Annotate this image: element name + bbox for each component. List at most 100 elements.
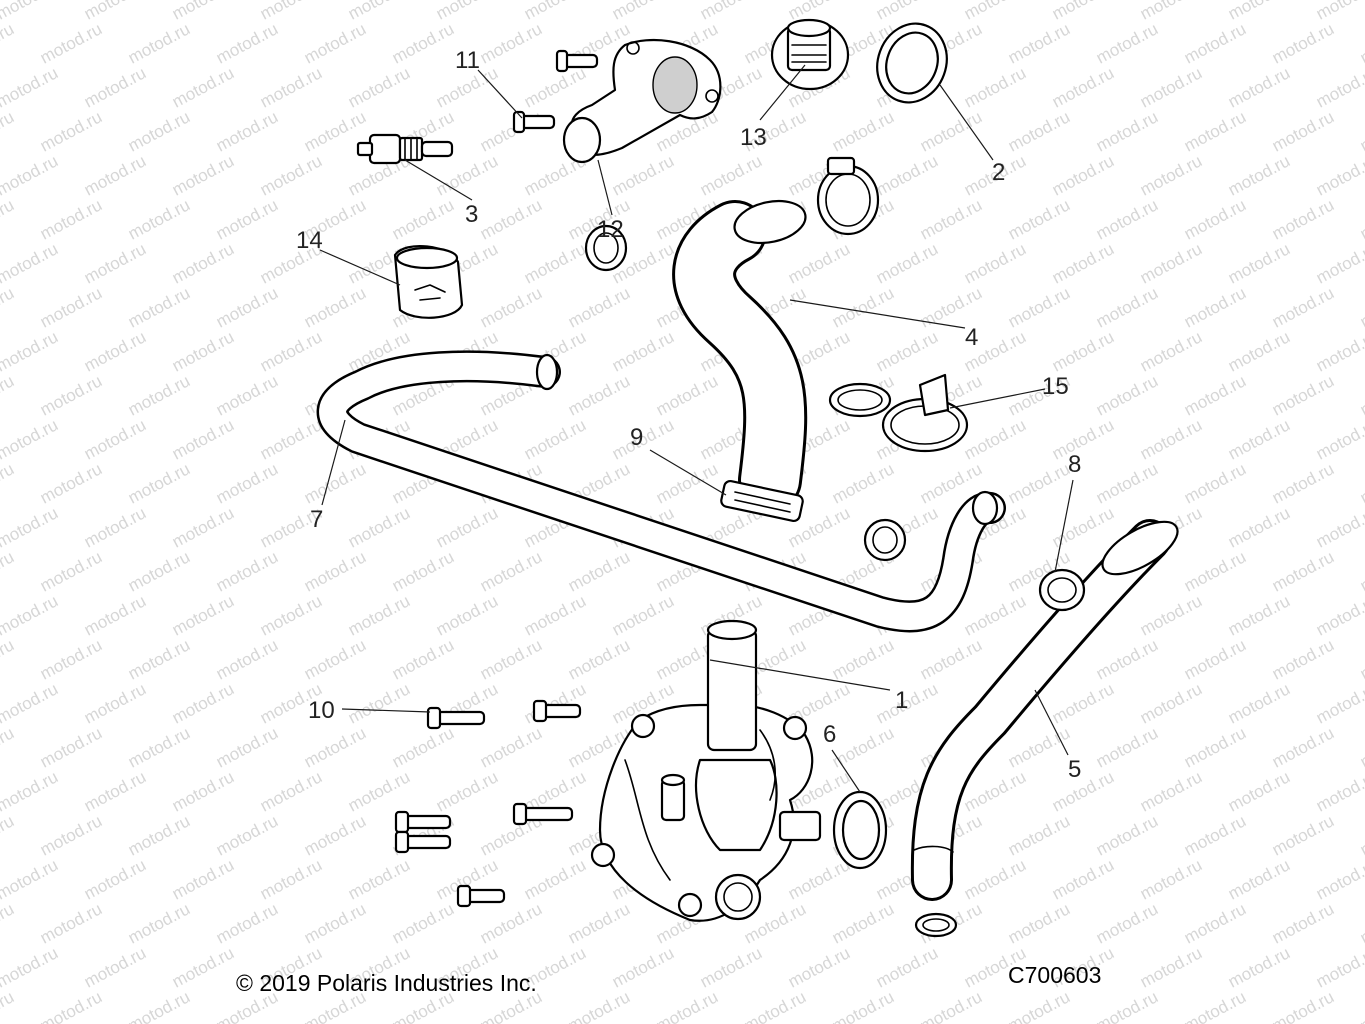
watermark-text: motod.ru	[477, 723, 545, 771]
watermark-text: motod.ru	[257, 415, 325, 463]
watermark-text: motod.ru	[0, 239, 61, 287]
watermark-text: motod.ru	[125, 107, 193, 155]
callout-6: 6	[823, 721, 836, 748]
callout-4: 4	[965, 324, 978, 351]
watermark-text: motod.ru	[125, 371, 193, 419]
watermark-text: motod.ru	[213, 283, 281, 331]
watermark-text: motod.ru	[169, 503, 237, 551]
watermark-text: motod.ru	[81, 767, 149, 815]
watermark-text: motod.ru	[1049, 0, 1117, 24]
watermark-text: motod.ru	[1181, 459, 1249, 507]
part-5-hose	[910, 519, 1179, 901]
watermark-text: motod.ru	[1225, 0, 1293, 24]
watermark-text: motod.ru	[257, 63, 325, 111]
watermark-text: motod.ru	[1269, 723, 1337, 771]
watermark-text: motod.ru	[1357, 987, 1365, 1024]
watermark-text: motod.ru	[521, 63, 589, 111]
watermark-text: motod.ru	[389, 19, 457, 67]
watermark-text: motod.ru	[169, 327, 237, 375]
watermark-text: motod.ru	[1049, 63, 1117, 111]
watermark-text: motod.ru	[609, 591, 677, 639]
watermark-text: motod.ru	[829, 107, 897, 155]
watermark-text: motod.ru	[1313, 151, 1365, 199]
watermark-text: motod.ru	[1005, 19, 1073, 67]
watermark-text: motod.ru	[0, 855, 61, 903]
watermark-text: motod.ru	[1269, 19, 1337, 67]
watermark-text: motod.ru	[169, 0, 237, 24]
watermark-text: motod.ru	[697, 0, 765, 24]
watermark-text: motod.ru	[1049, 415, 1117, 463]
watermark-text: motod.ru	[1049, 855, 1117, 903]
watermark-text: motod.ru	[0, 107, 17, 155]
watermark-text: motod.ru	[1313, 503, 1365, 551]
watermark-text: motod.ru	[1313, 327, 1365, 375]
watermark-text: motod.ru	[169, 415, 237, 463]
watermark-text: motod.ru	[565, 371, 633, 419]
watermark-text: motod.ru	[1357, 459, 1365, 507]
watermark-text: motod.ru	[169, 767, 237, 815]
watermark-text: motod.ru	[213, 723, 281, 771]
watermark-text: motod.ru	[1181, 19, 1249, 67]
watermark-text: motod.ru	[1313, 239, 1365, 287]
watermark-text: motod.ru	[0, 459, 17, 507]
watermark-text: motod.ru	[0, 547, 17, 595]
watermark-text: motod.ru	[345, 591, 413, 639]
watermark-text: motod.ru	[213, 635, 281, 683]
watermark-text: motod.ru	[1093, 811, 1161, 859]
watermark-text: motod.ru	[301, 547, 369, 595]
watermark-text: motod.ru	[873, 327, 941, 375]
watermark-text: motod.ru	[1269, 107, 1337, 155]
watermark-text: motod.ru	[81, 591, 149, 639]
watermark-text: motod.ru	[829, 635, 897, 683]
watermark-text: motod.ru	[1181, 283, 1249, 331]
watermark-text: motod.ru	[829, 899, 897, 947]
clamp-d	[914, 912, 958, 938]
callout-2: 2	[992, 159, 1005, 186]
watermark-text: motod.ru	[873, 943, 941, 991]
watermark-text: motod.ru	[37, 19, 105, 67]
part-11-bolts	[512, 49, 599, 134]
watermark-text: motod.ru	[301, 459, 369, 507]
part-6-o-ring	[832, 790, 888, 870]
watermark-text: motod.ru	[37, 635, 105, 683]
watermark-text: motod.ru	[1357, 811, 1365, 859]
watermark-text: motod.ru	[1225, 503, 1293, 551]
watermark-text: motod.ru	[0, 811, 17, 859]
watermark-text: motod.ru	[1269, 987, 1337, 1024]
watermark-text: motod.ru	[37, 371, 105, 419]
watermark-text: motod.ru	[1137, 591, 1205, 639]
callouts: 1 2 3 4 5 6 7 8 9 10 11 12 13 14 15	[296, 47, 1081, 783]
watermark-text: motod.ru	[0, 0, 61, 24]
watermark-text: motod.ru	[1005, 899, 1073, 947]
watermark-text: motod.ru	[697, 943, 765, 991]
watermark-text: motod.ru	[0, 151, 61, 199]
watermark-text: motod.ru	[917, 107, 985, 155]
watermark-text: motod.ru	[1093, 19, 1161, 67]
watermark-text: motod.ru	[125, 19, 193, 67]
watermark-text: motod.ru	[1313, 767, 1365, 815]
watermark-text: motod.ru	[1049, 767, 1117, 815]
watermark-text: motod.ru	[169, 239, 237, 287]
watermark-text: motod.ru	[873, 0, 941, 24]
watermark-text: motod.ru	[961, 591, 1029, 639]
watermark-text: motod.ru	[345, 679, 413, 727]
watermark-text: motod.ru	[1225, 151, 1293, 199]
watermark-text: motod.ru	[521, 0, 589, 24]
watermark-text: motod.ru	[81, 415, 149, 463]
callout-7: 7	[310, 506, 323, 533]
watermark-text: motod.ru	[213, 19, 281, 67]
watermark-text: motod.ru	[0, 899, 17, 947]
watermark-text: motod.ru	[0, 371, 17, 419]
watermark-text: motod.ru	[125, 459, 193, 507]
watermark-text: motod.ru	[1181, 547, 1249, 595]
part-14-clamp	[393, 244, 464, 319]
watermark-text: motod.ru	[301, 811, 369, 859]
watermark-text: motod.ru	[0, 723, 17, 771]
part-4-hose	[672, 199, 808, 512]
watermark-text: motod.ru	[1137, 0, 1205, 24]
callout-12: 12	[597, 216, 624, 243]
watermark-text: motod.ru	[0, 19, 17, 67]
watermark-text: motod.ru	[433, 151, 501, 199]
watermark-text: motod.ru	[1181, 107, 1249, 155]
